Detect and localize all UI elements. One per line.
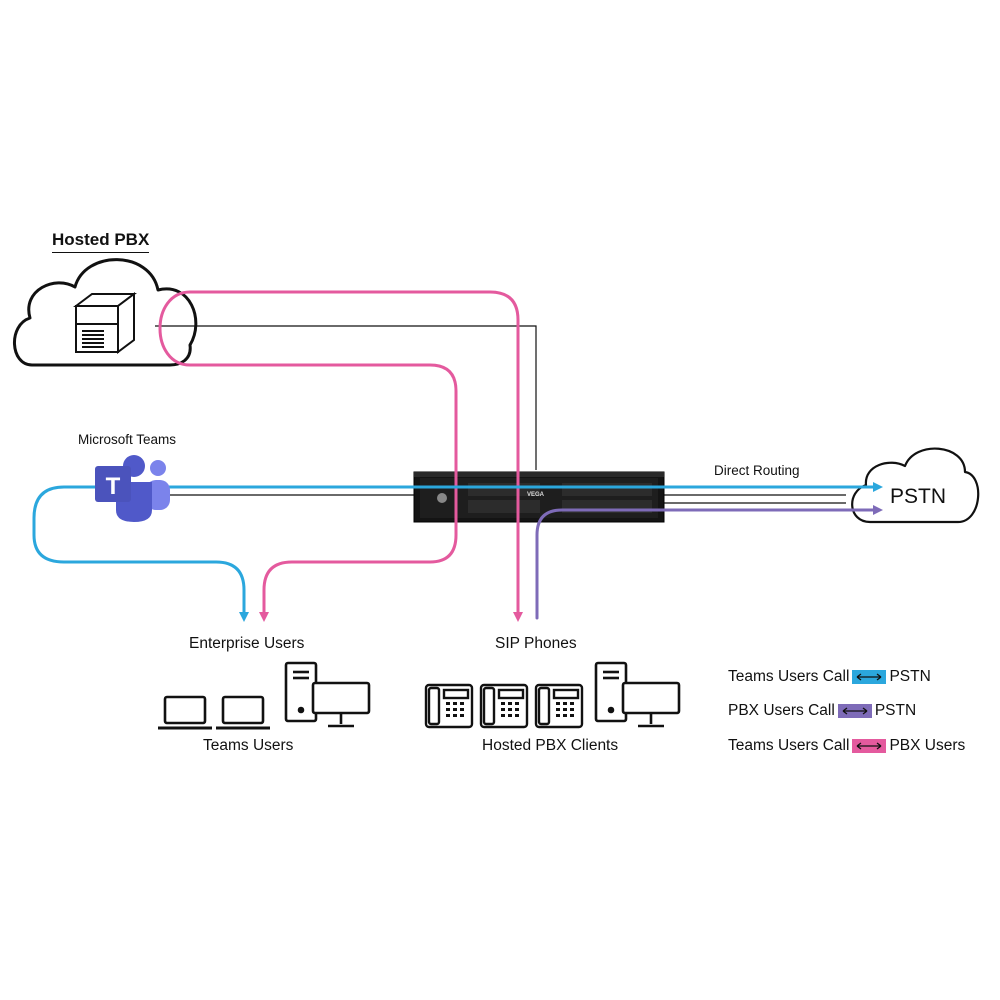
double-arrow-icon	[857, 742, 882, 750]
laptop-icon	[216, 695, 270, 730]
laptop-icon	[158, 695, 212, 730]
pstn-label: PSTN	[890, 485, 947, 508]
pstn-cloud-icon	[851, 447, 980, 524]
legend-swatch-blue	[852, 670, 887, 684]
hosted-pbx-cloud-icon	[13, 258, 198, 367]
hosted-pbx-clients-label: Hosted PBX Clients	[482, 737, 619, 754]
legend-swatch-pink	[852, 739, 887, 753]
pink-path-to-enterprise-users	[188, 363, 458, 622]
blue-path-teams-to-enterprise-users	[32, 485, 249, 622]
legend-left-label: Teams Users Call	[728, 737, 850, 754]
double-arrow-icon	[842, 707, 868, 715]
desktop-computer-icon	[284, 661, 371, 728]
desk-phone-icon	[534, 683, 584, 729]
pink-path-to-sip-phones	[158, 290, 523, 622]
purple-path-sip-phones-to-pstn	[535, 505, 883, 620]
svg-text:T: T	[106, 473, 121, 500]
legend-left-label: Teams Users Call	[728, 668, 850, 685]
legend-left-label: PBX Users Call	[728, 702, 835, 719]
direct-routing-label: Direct Routing	[714, 463, 800, 478]
legend-right-label: PSTN	[889, 668, 931, 685]
legend-swatch-purple	[837, 704, 872, 718]
desk-phone-icon	[424, 683, 474, 729]
enterprise-users-label: Enterprise Users	[189, 635, 305, 652]
pbx-server-icon	[73, 292, 137, 354]
double-arrow-icon	[857, 673, 882, 681]
legend-row-teams-pstn: Teams Users Call PSTN	[728, 666, 931, 688]
legend-right-label: PBX Users	[889, 737, 966, 754]
desk-phone-icon	[479, 683, 529, 729]
sip-phones-label: SIP Phones	[495, 635, 577, 652]
gateway-brand-label: VEGA	[527, 492, 545, 498]
microsoft-teams-label: Microsoft Teams	[78, 432, 177, 447]
desktop-computer-icon	[594, 661, 681, 728]
teams-users-label: Teams Users	[203, 737, 294, 754]
hosted-pbx-title: Hosted PBX	[52, 230, 150, 253]
gateway-appliance-icon: VEGA	[413, 471, 665, 523]
legend-row-pbx-pstn: PBX Users Call PSTN	[728, 700, 916, 722]
legend-right-label: PSTN	[874, 702, 917, 719]
legend-row-teams-pbx: Teams Users Call PBX Users	[728, 735, 965, 757]
microsoft-teams-icon: T	[95, 455, 170, 522]
